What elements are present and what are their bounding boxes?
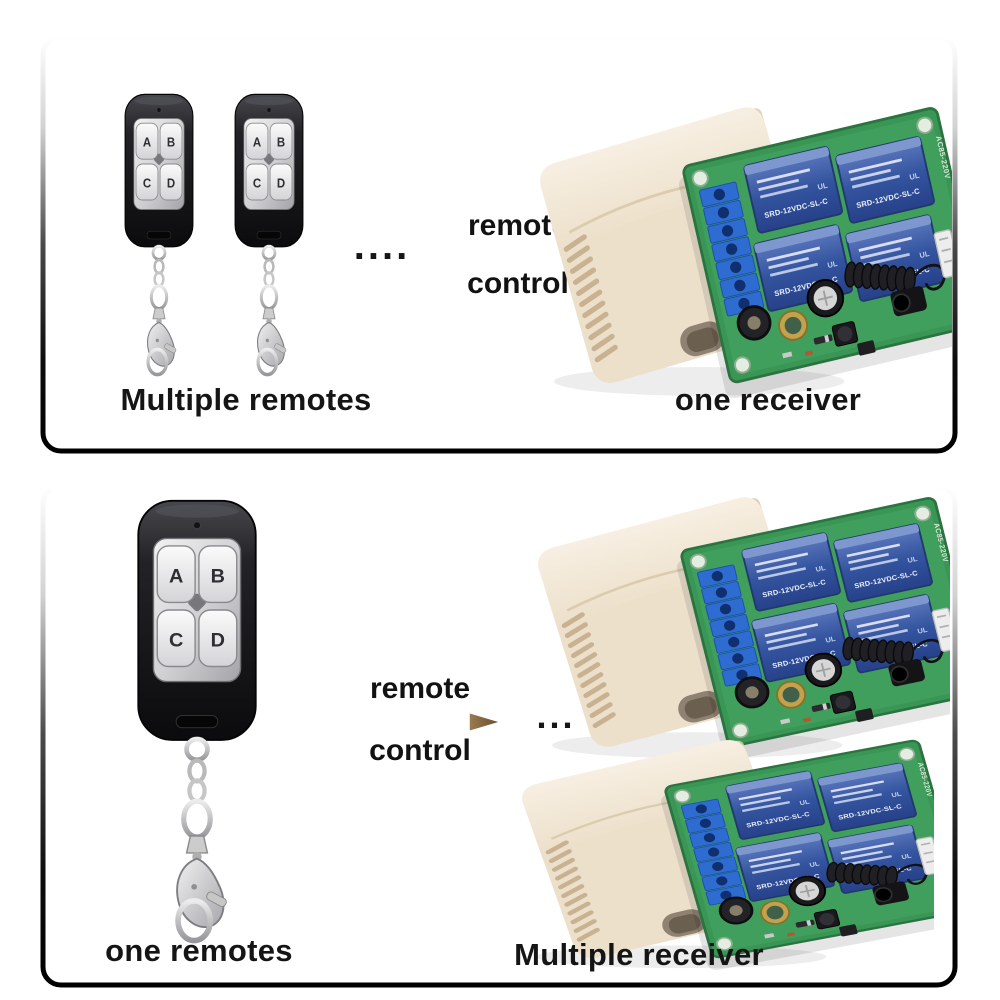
panel-multiple-remotes-one-receiver: .... remote control Multiple remotes one… [40, 34, 958, 454]
ellipsis-more-remotes: .... [353, 224, 411, 268]
remote-fob-2 [228, 92, 310, 380]
receiver-unit [540, 96, 952, 412]
panel-border [40, 34, 958, 454]
arrow-label-remote: remote [369, 672, 471, 705]
remote-fob-1 [118, 92, 200, 380]
arrow-label-control: control [467, 267, 569, 300]
caption-multiple-remotes: Multiple remotes [120, 382, 372, 417]
caption-one-remotes: one remotes [105, 933, 293, 968]
remote-fob-large [126, 497, 268, 949]
caption-multiple-receiver: Multiple receiver [514, 937, 764, 972]
caption-one-receiver: one receiver [674, 382, 862, 417]
arrow-label-control: control [369, 734, 471, 767]
rf-arrow-icon [343, 713, 499, 731]
panel-border [40, 483, 958, 988]
panel-one-remote-multiple-receivers: remote control ... one remotes Multiple … [40, 483, 958, 988]
